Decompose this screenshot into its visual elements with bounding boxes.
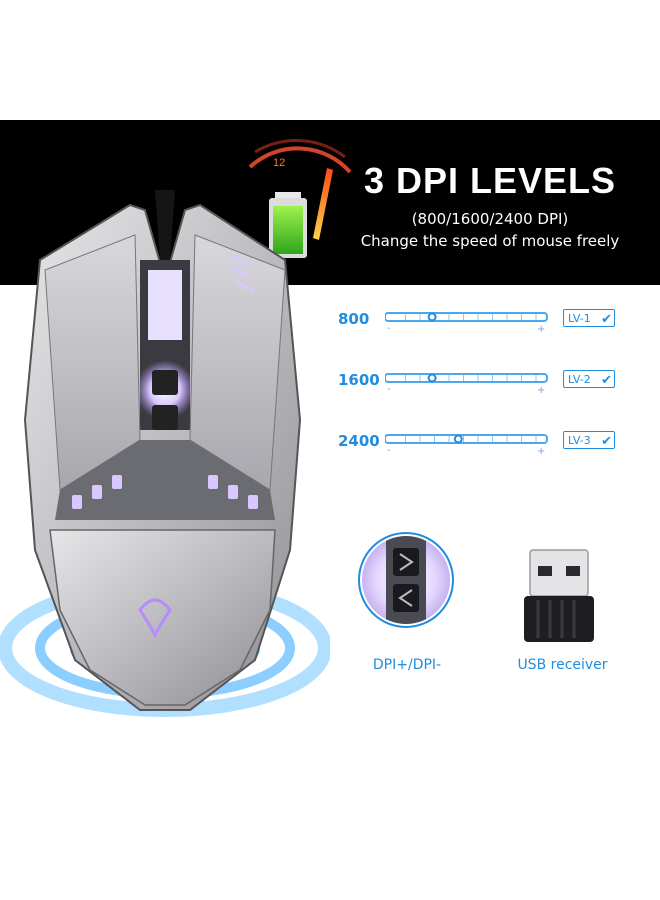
svg-text:-: - — [387, 323, 391, 333]
gaming-mouse-image — [0, 190, 330, 717]
dpi-slider: - + — [385, 312, 548, 333]
svg-text:+: + — [537, 446, 545, 455]
level-badge: LV-2✔ — [563, 370, 615, 388]
svg-text:-: - — [387, 384, 391, 394]
dpi-slider: - + — [385, 434, 548, 455]
level-badge: LV-3✔ — [563, 431, 615, 449]
svg-text:-: - — [387, 445, 391, 455]
dpi-slider: - + — [385, 373, 548, 394]
dpi-buttons-closeup-image — [358, 532, 454, 628]
checkmark-icon: ✔ — [601, 373, 612, 388]
svg-text:12: 12 — [273, 157, 285, 169]
svg-text:+: + — [537, 385, 545, 394]
usb-receiver-caption: USB receiver — [517, 657, 608, 673]
dpi-value: 800 — [338, 310, 370, 328]
dpi-values-subtitle: (800/1600/2400 DPI) — [411, 210, 569, 228]
usb-receiver-image — [524, 549, 594, 642]
page-title: 3 DPI LEVELS — [363, 160, 617, 201]
speed-gauge-icon: 12 — [248, 138, 352, 258]
level-badge: LV-1✔ — [563, 309, 615, 327]
dpi-value: 2400 — [338, 432, 380, 450]
tagline: Change the speed of mouse freely — [360, 232, 620, 250]
checkmark-icon: ✔ — [601, 434, 612, 449]
dpi-value: 1600 — [338, 371, 380, 389]
checkmark-icon: ✔ — [601, 312, 612, 327]
svg-text:+: + — [537, 324, 545, 333]
dpi-buttons-caption: DPI+/DPI- — [372, 657, 442, 673]
